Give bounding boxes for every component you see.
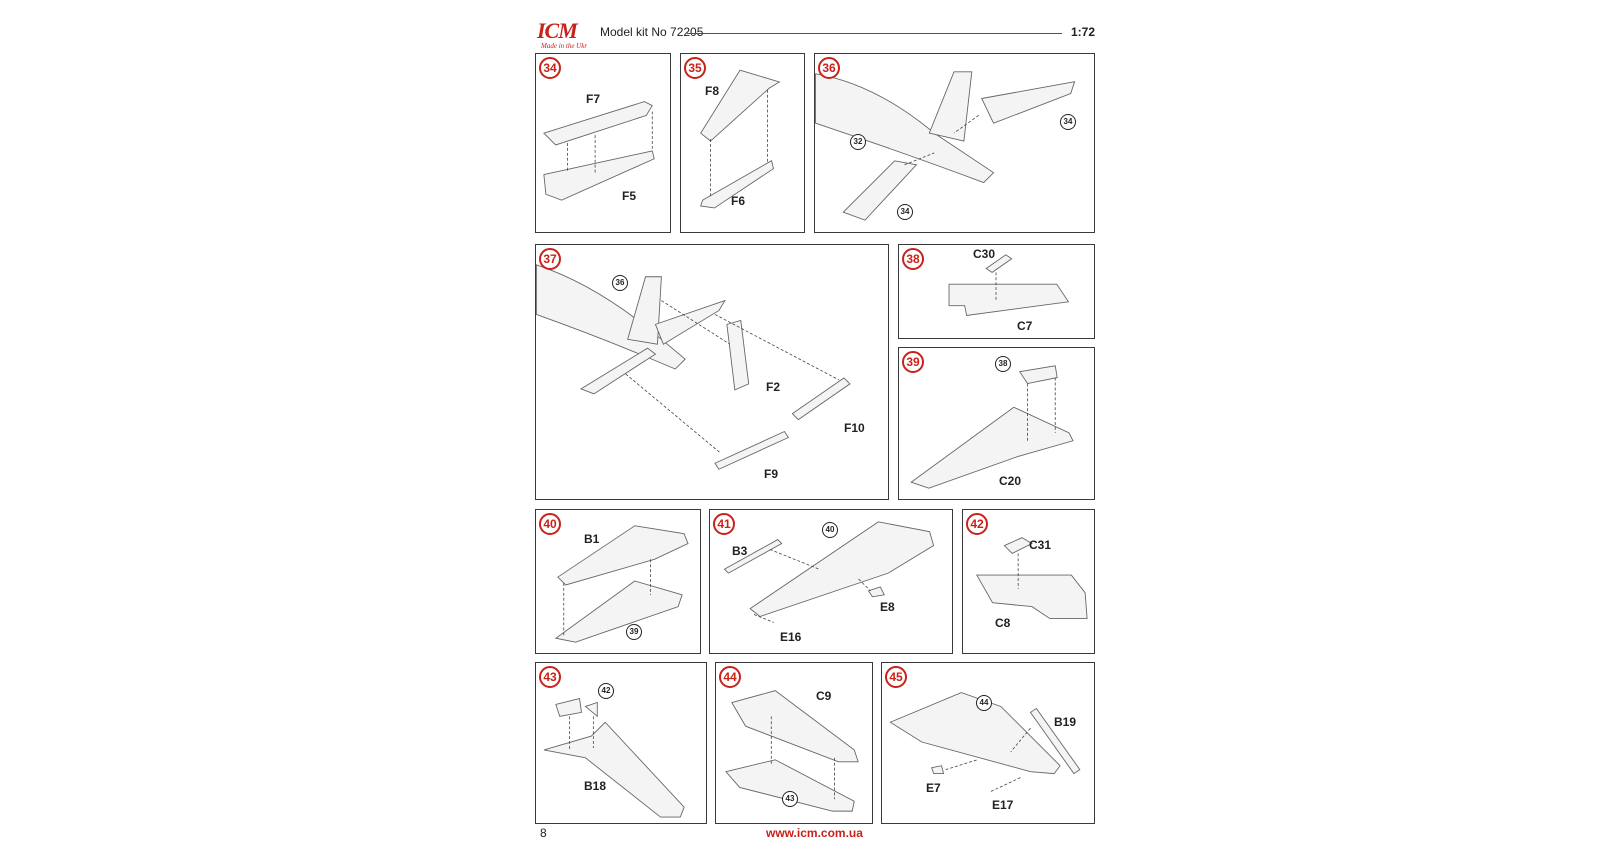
part-label: E8	[880, 600, 895, 614]
wing-assembly-drawing	[889, 692, 1081, 792]
wing-assembly-drawing	[723, 521, 935, 623]
part-label: C9	[816, 689, 832, 703]
step-43-panel: 43 42 B18	[535, 662, 707, 824]
part-label: C8	[995, 616, 1011, 630]
part-label: C20	[999, 474, 1022, 488]
step-35-panel: 35 F8 F6	[680, 53, 805, 233]
part-label: F6	[731, 194, 746, 208]
step-number-badge: 38	[902, 248, 924, 270]
part-label: F5	[622, 189, 637, 203]
reference-badge: 36	[612, 275, 628, 291]
step-number-badge: 45	[885, 666, 907, 688]
reference-badge: 34	[1060, 114, 1076, 130]
tail-assembly-drawing	[815, 71, 1076, 221]
part-label: C7	[1017, 319, 1033, 333]
reference-badge: 32	[850, 134, 866, 150]
part-label: B18	[584, 779, 607, 793]
step-number-badge: 37	[539, 248, 561, 270]
control-surfaces-drawing	[536, 264, 851, 470]
step-number-badge: 35	[684, 57, 706, 79]
step-37-panel: 37 36 F2 F10 F9	[535, 244, 889, 500]
part-label: B1	[584, 532, 600, 546]
part-label: C30	[973, 247, 996, 261]
step-44-panel: 44 43 C9	[715, 662, 873, 824]
stabilizer-assembly-drawing	[700, 69, 781, 209]
step-36-panel: 36 32 34 34	[814, 53, 1095, 233]
step-number-badge: 40	[539, 513, 561, 535]
panel-assembly-drawing	[948, 254, 1070, 316]
part-label: F8	[705, 84, 720, 98]
step-41-panel: 41 40 B3 E8 E16	[709, 509, 953, 654]
wing-assembly-drawing	[543, 698, 685, 818]
panel-assembly-drawing	[976, 537, 1088, 619]
step-39-panel: 39 38 C20	[898, 347, 1095, 500]
wing-assembly-drawing	[554, 525, 689, 643]
reference-badge: 38	[995, 356, 1011, 372]
part-label: F10	[844, 421, 865, 435]
scale-label: 1:72	[1070, 25, 1095, 39]
part-label: C31	[1029, 538, 1052, 552]
part-label: F2	[766, 380, 781, 394]
step-number-badge: 42	[966, 513, 988, 535]
part-label: F9	[764, 467, 779, 481]
reference-badge: 44	[976, 695, 992, 711]
part-label: E17	[992, 798, 1014, 812]
kit-number-label: Model kit No 72205	[600, 25, 704, 39]
step-45-panel: 45 44 B19 E7 E17	[881, 662, 1095, 824]
step-38-panel: 38 C30 C7	[898, 244, 1095, 339]
step-number-badge: 43	[539, 666, 561, 688]
part-label: E7	[926, 781, 941, 795]
reference-badge: 39	[626, 624, 642, 640]
page-header: ICM Made in the Ukr Model kit No 72205 1…	[535, 14, 1095, 50]
step-40-panel: 40 39 B1	[535, 509, 701, 654]
reference-badge: 42	[598, 683, 614, 699]
page-number: 8	[540, 826, 547, 840]
step-number-badge: 44	[719, 666, 741, 688]
wing-assembly-drawing	[910, 365, 1074, 489]
step-number-badge: 34	[539, 57, 561, 79]
step-number-badge: 39	[902, 351, 924, 373]
step-number-badge: 41	[713, 513, 735, 535]
step-42-panel: 42 C31 C8	[962, 509, 1095, 654]
step-number-badge: 36	[818, 57, 840, 79]
part-label: F7	[586, 92, 601, 106]
reference-badge: 34	[897, 204, 913, 220]
wing-assembly-drawing	[725, 690, 859, 812]
icm-logo: ICM Made in the Ukr	[537, 18, 588, 50]
part-label: B3	[732, 544, 748, 558]
website-link[interactable]: www.icm.com.ua	[766, 826, 863, 840]
step-34-panel: 34 F7 F5	[535, 53, 671, 233]
part-label: B19	[1054, 715, 1077, 729]
part-label: E16	[780, 630, 802, 644]
stabilizer-assembly-drawing	[543, 101, 655, 201]
reference-badge: 40	[822, 522, 838, 538]
header-rule	[687, 33, 1062, 34]
reference-badge: 43	[782, 791, 798, 807]
